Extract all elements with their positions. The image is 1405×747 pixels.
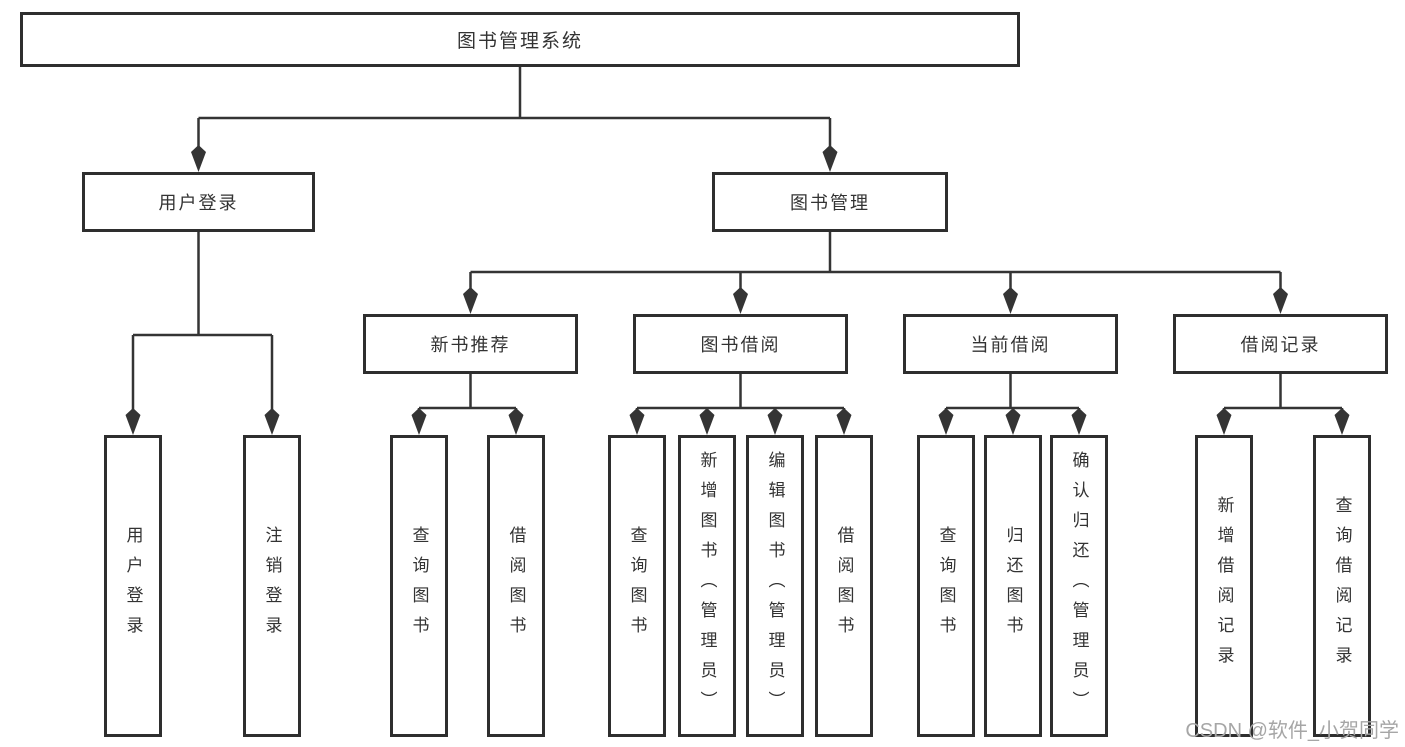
leaf-add-borrow-record: 新增借阅记录: [1195, 435, 1253, 737]
node-user-login: 用户登录: [82, 172, 315, 232]
leaf-label: 新增借阅记录: [1214, 496, 1234, 676]
node-label: 借阅记录: [1240, 335, 1321, 355]
node-book-borrow: 图书借阅: [633, 314, 848, 374]
node-label: 图书借阅: [700, 335, 781, 355]
node-book-management: 图书管理: [712, 172, 948, 232]
leaf-label: 借阅图书: [834, 526, 854, 646]
leaf-borrow-books: 借阅图书: [815, 435, 873, 737]
leaf-label: 查询借阅记录: [1332, 496, 1352, 676]
leaf-label: 编辑图书（管理员）: [765, 451, 785, 721]
leaf-add-books-admin: 新增图书（管理员）: [678, 435, 736, 737]
leaf-query-borrow-record: 查询借阅记录: [1313, 435, 1371, 737]
leaf-label: 新增图书（管理员）: [697, 451, 717, 721]
leaf-user-login: 用户登录: [104, 435, 162, 737]
node-library-system: 图书管理系统: [20, 12, 1020, 67]
leaf-query-books: 查询图书: [390, 435, 448, 737]
leaf-label: 查询图书: [936, 526, 956, 646]
leaf-label: 注销登录: [262, 526, 282, 646]
leaf-edit-books-admin: 编辑图书（管理员）: [746, 435, 804, 737]
node-label: 用户登录: [158, 193, 239, 213]
leaf-confirm-return-admin: 确认归还（管理员）: [1050, 435, 1108, 737]
node-label: 新书推荐: [430, 335, 511, 355]
leaf-label: 查询图书: [409, 526, 429, 646]
leaf-label: 查询图书: [627, 526, 647, 646]
leaf-return-books: 归还图书: [984, 435, 1042, 737]
leaf-label: 用户登录: [123, 526, 143, 646]
node-new-book-recommend: 新书推荐: [363, 314, 578, 374]
node-label: 当前借阅: [970, 335, 1051, 355]
node-label: 图书管理: [790, 193, 870, 213]
leaf-label: 归还图书: [1003, 526, 1023, 646]
leaf-label: 确认归还（管理员）: [1069, 451, 1089, 721]
csdn-watermark: CSDN @软件_小贺同学: [1185, 720, 1399, 742]
leaf-query-books: 查询图书: [917, 435, 975, 737]
leaf-label: 借阅图书: [506, 526, 526, 646]
leaf-borrow-books: 借阅图书: [487, 435, 545, 737]
leaf-query-books: 查询图书: [608, 435, 666, 737]
node-borrow-record: 借阅记录: [1173, 314, 1388, 374]
node-current-borrow: 当前借阅: [903, 314, 1118, 374]
node-label: 图书管理系统: [456, 31, 583, 52]
leaf-logout: 注销登录: [243, 435, 301, 737]
